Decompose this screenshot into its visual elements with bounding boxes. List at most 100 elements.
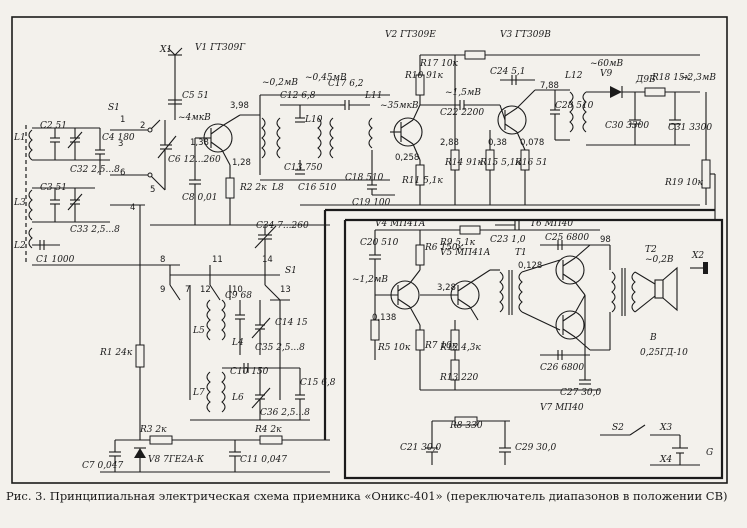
transistor-v3 (497, 89, 536, 151)
label-c20: C20 510 (360, 238, 399, 248)
label-r3: R3 2к (139, 425, 167, 435)
label-sw-13: 13 (280, 285, 291, 295)
figure-caption: Рис. 3. Принципиальная электрическая схе… (6, 489, 741, 503)
capacitor-c6 (157, 120, 177, 190)
label-r5: R5 10к (377, 343, 411, 353)
label-l6: L6 (231, 393, 244, 403)
label-c33: C33 2,5...8 (70, 225, 120, 235)
label-v-138: 1,38 (190, 138, 209, 148)
switch-s2 (600, 424, 680, 436)
label-v-98: 98 (600, 235, 611, 245)
label-sw-12: 12 (200, 285, 211, 295)
label-c18: C18 510 (345, 173, 384, 183)
label-sw-14: 14 (262, 255, 273, 265)
label-v-0138: 0,138 (372, 313, 396, 323)
label-l5: L5 (192, 326, 205, 336)
label-c6: C6 12...260 (168, 155, 221, 165)
label-c24: C24 5,1 (490, 67, 526, 77)
label-c26: C26 6800 (540, 363, 584, 373)
switch-s1-top (110, 119, 166, 206)
label-v5: V5 МП41А (440, 248, 491, 258)
label-v8: V8 7ГЕ2А-К (148, 455, 205, 465)
label-v4: V4 МП41А (375, 219, 426, 229)
resistor-r3 (149, 435, 173, 445)
label-c5: C5 51 (182, 91, 209, 101)
label-v-788: 7,88 (540, 81, 559, 91)
transistor-v4 (375, 269, 421, 326)
label-c28: C28 510 (555, 101, 594, 111)
label-sw-4: 4 (130, 203, 135, 213)
label-c2: C2 51 (40, 121, 67, 131)
diode-v8 (134, 447, 146, 472)
label-c35: C35 2,5...8 (255, 343, 305, 353)
label-mv-02b: ~0,2В (645, 255, 674, 265)
label-r6: R6 150к (424, 243, 464, 253)
label-v9: V9 (600, 69, 612, 79)
resistor-r6 (415, 244, 425, 266)
label-mv-02: ~0,2мВ (262, 78, 298, 88)
label-r11: R11 5,1к (401, 176, 443, 186)
label-c8: C8 0,01 (182, 193, 218, 203)
label-s1a: S1 (108, 103, 120, 113)
coil-l6 (221, 371, 226, 413)
caption-prefix: Рис. 3. (6, 489, 47, 503)
label-r17: R17 10к (419, 59, 459, 69)
label-r13: R13 220 (439, 373, 479, 383)
label-v7: V7 МП40 (540, 403, 584, 413)
label-mv-v1: ~4мкВ (178, 113, 211, 123)
speaker-icon (634, 266, 678, 313)
label-r2: R2 2к (239, 183, 267, 193)
resistor-r4 (259, 435, 283, 445)
label-v-0078: 0,078 (520, 138, 544, 148)
battery-g (650, 435, 700, 466)
label-l2: L2 (13, 241, 26, 251)
transistor-v5 (420, 269, 491, 321)
label-sw-3: 3 (118, 139, 123, 149)
label-r1: R1 24к (99, 348, 133, 358)
outer-frame (11, 16, 728, 484)
coil-l7 (206, 371, 211, 413)
label-c13: C13 750 (284, 163, 323, 173)
input-circuit (25, 125, 180, 266)
label-c12: C12 6,8 (280, 91, 316, 101)
if-coils (260, 100, 390, 181)
label-v-0128: 0,128 (518, 261, 542, 271)
label-r9: R9 5,1к (439, 238, 476, 248)
coil-l4 (221, 299, 226, 341)
label-c15: C15 6,8 (300, 378, 336, 388)
label-c21: C21 30,0 (400, 443, 442, 453)
label-r10: R10 91к (404, 71, 444, 81)
label-l3: L3 (13, 198, 26, 208)
label-c10: C10 150 (230, 367, 269, 377)
label-v3: V3 ГТ309В (500, 30, 551, 40)
label-mv-15: ~1,5мВ (445, 88, 481, 98)
label-t2: T2 (645, 245, 657, 255)
label-l8: L8 (271, 183, 284, 193)
label-sw-10: 10 (232, 285, 243, 295)
label-v-398: 3,98 (230, 101, 249, 111)
label-c22: C22 2200 (440, 108, 484, 118)
label-sw-5: 5 (150, 185, 155, 195)
label-r14: R14 91к (444, 158, 484, 168)
label-r12: R12 4,3к (439, 343, 481, 353)
label-v1: V1 ГТ309Г (195, 43, 246, 53)
label-c3: C3 51 (40, 183, 67, 193)
resistor-r9 (459, 225, 481, 235)
label-c30: C30 3300 (605, 121, 649, 131)
transistor-t6 (555, 244, 591, 296)
label-sw-6: 6 (120, 168, 125, 178)
label-l10: L10 (304, 115, 323, 125)
label-l4: L4 (231, 338, 244, 348)
label-c7: C7 0,047 (82, 461, 124, 471)
label-c1: C1 1000 (36, 255, 75, 265)
label-v-038: 0,38 (488, 138, 507, 148)
label-mv-12: ~1,2мВ (352, 275, 388, 285)
coil-l12 (535, 89, 587, 141)
switch-s1-wafer (169, 255, 281, 400)
label-r8: R8 330 (449, 421, 483, 431)
resistor-r17 (464, 50, 486, 60)
label-c31: C31 3300 (668, 123, 712, 133)
label-sw-2: 2 (140, 121, 145, 131)
label-l12: L12 (564, 71, 583, 81)
